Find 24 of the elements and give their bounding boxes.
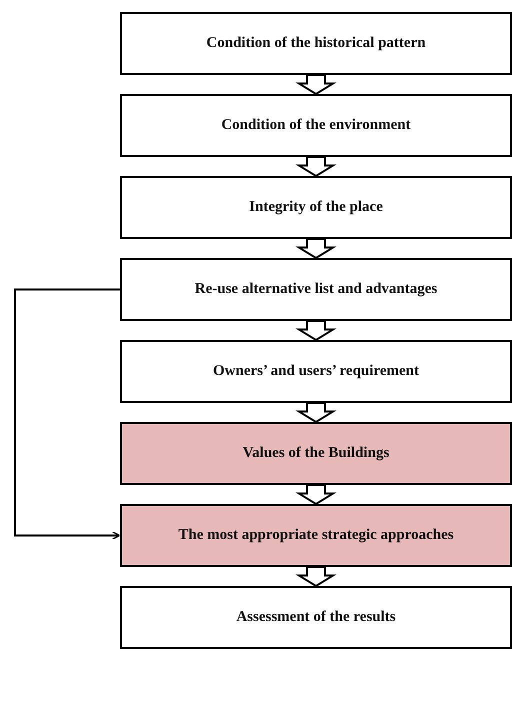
process-box xyxy=(120,340,512,403)
box-label: Re-use alternative list and advantages xyxy=(194,281,438,298)
process-box xyxy=(120,176,512,239)
process-box xyxy=(120,586,512,649)
box-label: Condition of the environment xyxy=(221,117,411,134)
box-label: Assessment of the results xyxy=(236,609,396,626)
process-box xyxy=(120,12,512,75)
feedback-arrow xyxy=(14,288,120,540)
box-label: Owners’ and users’ requirement xyxy=(213,363,419,380)
box-label: Values of the Buildings xyxy=(242,445,390,462)
box-label: Integrity of the place xyxy=(249,199,383,216)
block-arrow xyxy=(295,566,337,588)
box-label: The most appropriate strategic approaches xyxy=(178,527,454,544)
process-box xyxy=(120,258,512,321)
block-arrow xyxy=(295,74,337,96)
process-box xyxy=(120,504,512,567)
block-arrow xyxy=(295,156,337,178)
block-arrow xyxy=(295,402,337,424)
block-arrow xyxy=(295,238,337,260)
block-arrow xyxy=(295,484,337,506)
box-label: Condition of the historical pattern xyxy=(206,35,426,52)
block-arrow xyxy=(295,320,337,342)
process-box xyxy=(120,94,512,157)
process-box xyxy=(120,422,512,485)
